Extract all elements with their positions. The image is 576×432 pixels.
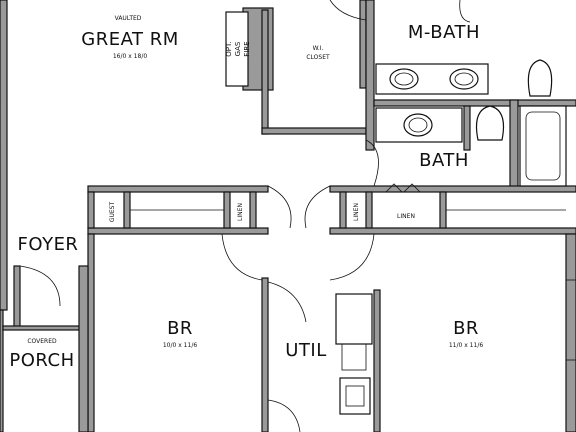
bedroom-left-name: BR xyxy=(167,318,193,339)
svg-text:GUEST: GUEST xyxy=(109,202,116,223)
bedroom-left-size: 10/0 x 11/6 xyxy=(163,342,197,349)
room-labels: VAULTED GREAT RM 16/0 x 18/0 OPT. GAS FI… xyxy=(9,15,483,371)
linen-left-wall-right xyxy=(249,191,257,229)
washer xyxy=(335,293,373,345)
linen-left-label: LINEN xyxy=(237,203,244,221)
guest-closet-wall-right xyxy=(123,191,131,229)
fireplace-line3: FIRE xyxy=(243,41,251,56)
bedroom-right-name: BR xyxy=(453,318,479,339)
bath-name: BATH xyxy=(419,150,469,171)
fireplace-line1: OPT. xyxy=(225,41,233,56)
bedroom-left-wall-right xyxy=(261,277,269,432)
hall-wall-upper-left xyxy=(87,185,269,193)
guest-closet-label: GUEST xyxy=(109,202,116,223)
guest-closet-wall-left xyxy=(87,191,95,229)
fixtures xyxy=(6,0,576,432)
foyer-name: FOYER xyxy=(18,234,79,255)
tub-wall xyxy=(509,99,519,191)
mbath-sink-left xyxy=(389,68,419,90)
mbath-bath-divider xyxy=(373,99,576,107)
utility-name: UTIL xyxy=(285,340,327,361)
linen-right-vertical-label: LINEN xyxy=(353,203,360,221)
hall-wall-upper-right xyxy=(329,185,576,193)
great-room-size: 16/0 x 18/0 xyxy=(113,53,147,60)
mbath-sink-right xyxy=(449,68,479,90)
closet-wall-bottom xyxy=(261,127,367,135)
bedroom-right-wall-left xyxy=(373,289,381,432)
porch-name: PORCH xyxy=(9,350,74,371)
svg-text:LINEN: LINEN xyxy=(237,203,244,221)
bedroom-left-wall-left xyxy=(87,233,95,432)
exterior-wall-left-lower xyxy=(0,309,4,432)
porch-note: COVERED xyxy=(27,338,57,345)
exterior-wall-right xyxy=(565,233,576,432)
bath-vanity-wall xyxy=(463,105,471,151)
great-room-note: VAULTED xyxy=(115,15,142,22)
great-room-name: GREAT RM xyxy=(81,29,179,50)
bath-wall-left xyxy=(365,0,375,151)
linen-right-wall-far xyxy=(439,191,447,229)
svg-text:LINEN: LINEN xyxy=(353,203,360,221)
linen-right-wall-right xyxy=(365,191,373,229)
utility-sink xyxy=(339,377,371,415)
closet-line1: W.I. xyxy=(313,45,324,52)
fireplace-hearth xyxy=(225,11,249,87)
mbath-toilet xyxy=(527,59,553,97)
bath-sink xyxy=(403,113,433,137)
closet-wall-left xyxy=(261,9,269,135)
bath-toilet xyxy=(475,105,505,141)
fireplace-label: OPT. GAS FIRE xyxy=(225,41,251,57)
closet-wall-right xyxy=(359,0,367,89)
porch-wall-inner xyxy=(13,265,21,329)
closet-line2: CLOSET xyxy=(306,54,330,61)
linen-right-wall-left xyxy=(339,191,347,229)
linen-right-label: LINEN xyxy=(397,213,415,220)
linen-left-wall-left xyxy=(223,191,231,229)
hall-wall-lower-right xyxy=(329,227,576,235)
hall-wall-lower-left xyxy=(87,227,269,235)
bathtub xyxy=(519,105,567,187)
porch-wall-top xyxy=(2,325,84,331)
master-bath-name: M-BATH xyxy=(408,22,480,43)
fireplace-line2: GAS xyxy=(234,41,242,56)
exterior-wall-left xyxy=(0,0,8,311)
porch-column xyxy=(78,265,89,432)
bedroom-right-size: 11/0 x 11/6 xyxy=(449,342,483,349)
